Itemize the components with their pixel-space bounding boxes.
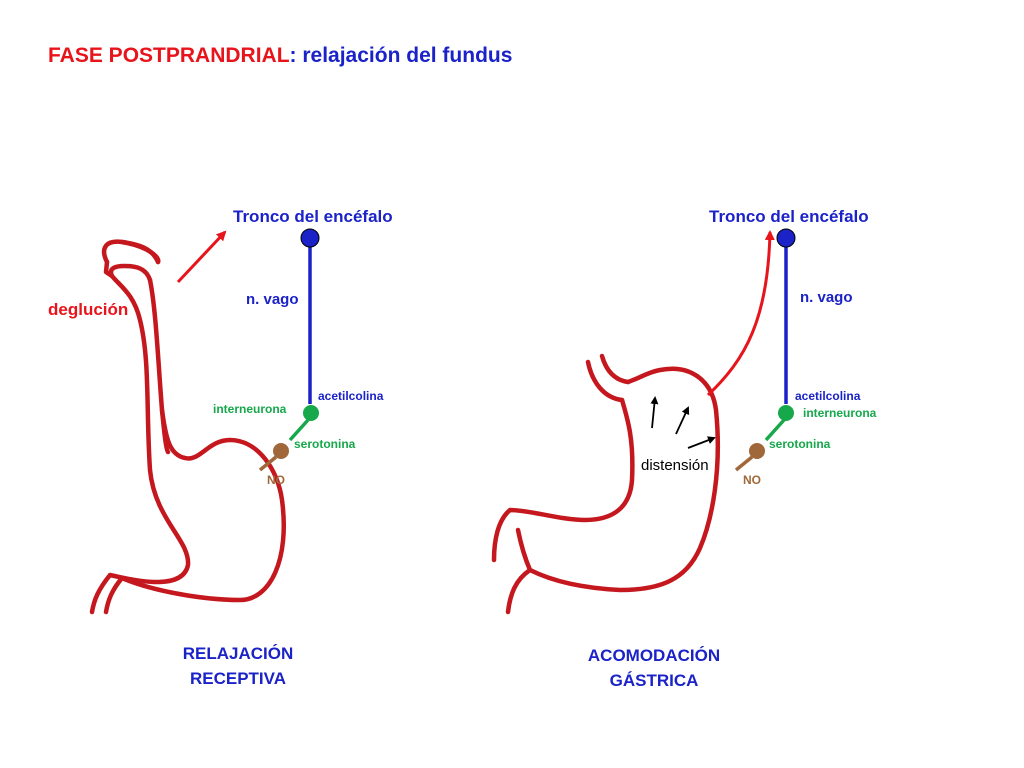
right-interneuron-label: interneurona	[803, 406, 877, 420]
right-acetylcholine-label: acetilcolina	[795, 389, 861, 403]
left-no-node	[273, 443, 289, 459]
right-no-node	[749, 443, 765, 459]
title-blue-part: : relajación del fundus	[290, 44, 513, 67]
left-interneuron-label: interneurona	[213, 402, 287, 416]
left-interneuron-node	[303, 405, 319, 421]
afferent-arrow	[706, 230, 775, 397]
right-vagus-label: n. vago	[800, 289, 853, 306]
right-serotonin-label: serotonina	[769, 437, 831, 451]
left-interneuron-axon	[288, 418, 310, 442]
distension-arrow-1	[650, 396, 659, 429]
right-no-label: NO	[743, 473, 761, 487]
right-stomach	[491, 353, 720, 615]
distension-label: distensión	[641, 457, 709, 474]
right-brainstem-label: Tronco del encéfalo	[709, 207, 869, 226]
left-caption-line2: RECEPTIVA	[190, 669, 286, 688]
right-brainstem-node	[776, 228, 796, 248]
left-serotonin-label: serotonina	[294, 437, 356, 451]
page-title: FASE POSTPRANDRIAL: relajación del fundu…	[48, 44, 512, 67]
right-interneuron-node	[778, 405, 794, 421]
swallow-arrow	[176, 230, 227, 284]
left-brainstem-label: Tronco del encéfalo	[233, 207, 393, 226]
left-brainstem-node	[300, 228, 320, 248]
title-red-part: FASE POSTPRANDRIAL	[48, 44, 290, 67]
swallow-label: deglución	[48, 300, 128, 319]
left-caption-line1: RELAJACIÓN	[183, 644, 294, 663]
right-no-axon	[734, 455, 754, 472]
distension-arrow-2	[675, 406, 690, 435]
left-stomach	[89, 239, 286, 615]
distension-arrow-3	[687, 436, 716, 449]
right-interneuron-axon	[764, 418, 786, 442]
right-caption-line2: GÁSTRICA	[610, 671, 699, 690]
left-acetylcholine-label: acetilcolina	[318, 389, 384, 403]
left-vagus-label: n. vago	[246, 291, 299, 308]
left-no-axon	[258, 455, 278, 472]
right-caption-line1: ACOMODACIÓN	[588, 646, 720, 665]
left-no-label: NO	[267, 473, 285, 487]
